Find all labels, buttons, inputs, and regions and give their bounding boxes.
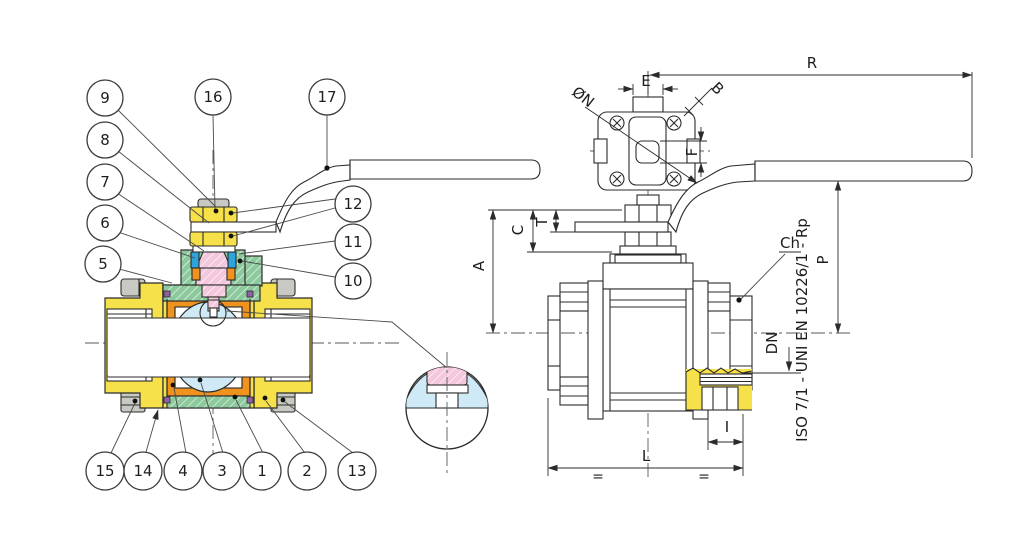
end-caps-right-view — [547, 295, 753, 391]
dim-R: R — [807, 54, 817, 72]
dimensions: R E B ØN F T C A P Ch — [470, 54, 973, 485]
svg-text:12: 12 — [343, 195, 362, 213]
flange-holes — [609, 115, 682, 187]
callouts: 9 8 7 6 5 16 17 12 11 10 15 14 4 3 1 2 1… — [84, 78, 377, 491]
callout-4: 4 — [163, 451, 203, 491]
callout-10: 10 — [334, 262, 372, 300]
callout-16: 16 — [194, 78, 232, 116]
seals-purple — [163, 290, 254, 404]
dim-L: L — [642, 447, 651, 465]
handle-grip — [349, 159, 541, 180]
handle — [275, 159, 541, 234]
dim-A: A — [470, 260, 488, 271]
stem-slot — [209, 307, 218, 318]
dim-C: C — [509, 225, 527, 235]
dim-N: ØN — [568, 83, 597, 111]
dim-P: P — [814, 255, 832, 264]
callout-9: 9 — [86, 79, 124, 117]
leader-dots — [132, 165, 330, 404]
dim-E: E — [641, 72, 650, 90]
dim-Ch: Ch — [780, 234, 800, 252]
svg-text:7: 7 — [100, 173, 110, 191]
svg-text:4: 4 — [178, 462, 188, 480]
dim-eq-left: = — [592, 469, 604, 485]
svg-text:11: 11 — [343, 233, 362, 251]
broken-out-section — [685, 367, 753, 411]
callout-14: 14 — [123, 451, 163, 491]
dim-B: B — [708, 78, 728, 98]
callout-8: 8 — [86, 121, 124, 159]
valve-body-right — [547, 280, 753, 420]
callout-11: 11 — [334, 223, 372, 261]
svg-text:9: 9 — [100, 89, 110, 107]
callout-17: 17 — [308, 78, 346, 116]
callout-3: 3 — [202, 451, 242, 491]
handle-right — [574, 160, 973, 234]
detail-leader — [226, 310, 448, 369]
callout-5: 5 — [84, 245, 122, 283]
bore — [108, 318, 309, 377]
svg-text:5: 5 — [98, 255, 108, 273]
cutaway-view — [85, 150, 541, 473]
callout-1: 1 — [242, 451, 282, 491]
dim-DN: DN — [763, 332, 781, 355]
svg-text:6: 6 — [100, 214, 110, 232]
svg-text:1: 1 — [257, 462, 267, 480]
svg-text:17: 17 — [317, 88, 336, 106]
svg-text:15: 15 — [95, 462, 114, 480]
detail-view — [405, 352, 489, 473]
dim-T: T — [533, 217, 551, 228]
dim-I: I — [725, 418, 729, 436]
callout-2: 2 — [287, 451, 327, 491]
svg-text:14: 14 — [133, 462, 152, 480]
callout-13: 13 — [337, 451, 377, 491]
mounting-pad — [602, 254, 694, 290]
svg-text:2: 2 — [302, 462, 312, 480]
svg-text:3: 3 — [217, 462, 227, 480]
svg-text:8: 8 — [100, 131, 110, 149]
callout-7: 7 — [86, 163, 124, 201]
callout-15: 15 — [85, 451, 125, 491]
callout-12: 12 — [334, 185, 372, 223]
seat-edges — [166, 299, 251, 396]
svg-text:13: 13 — [347, 462, 366, 480]
handle-flat — [190, 221, 277, 233]
top-view-flange — [593, 96, 701, 191]
stem-nuts — [189, 198, 277, 247]
stem-tip — [207, 299, 220, 309]
dim-eq-right: = — [698, 469, 710, 485]
callout-6: 6 — [86, 204, 124, 242]
handle-grip-right — [754, 160, 973, 182]
svg-text:16: 16 — [203, 88, 222, 106]
dim-F: F — [683, 148, 701, 157]
dimensioned-view: R E B ØN F T C A P Ch — [470, 54, 973, 485]
iso-standard-note: ISO 7/1 - UNI EN 10226/1 - Rp — [793, 218, 811, 442]
svg-text:10: 10 — [343, 272, 362, 290]
tie-bolt-nuts — [559, 282, 731, 406]
callout-leaders — [110, 109, 354, 454]
